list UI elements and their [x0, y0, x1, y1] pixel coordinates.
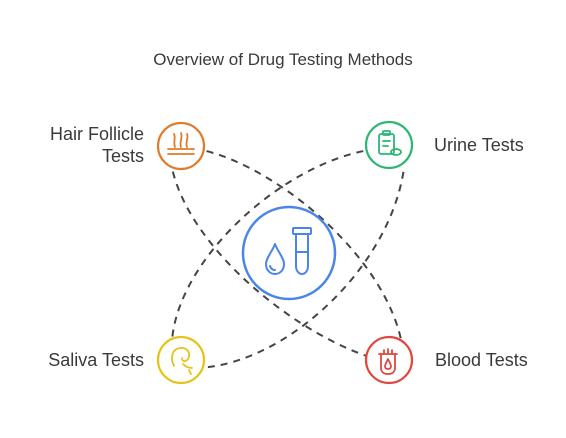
label-hair-follicle-tests: Hair Follicle Tests: [10, 123, 144, 167]
saliva-icon: [171, 347, 193, 375]
center-node: [241, 205, 337, 301]
blood-bag-icon: [378, 348, 398, 375]
label-hair-line-2: Tests: [101, 146, 144, 166]
hair-follicle-icon: [167, 132, 195, 155]
label-hair-line-1: Hair Follicle: [49, 124, 144, 144]
urine-node: [364, 120, 414, 170]
label-saliva-tests: Saliva Tests: [48, 350, 144, 370]
label-urine-tests: Urine Tests: [434, 135, 524, 155]
drop-and-test-tube-icon: [265, 227, 312, 275]
saliva-node: [156, 335, 206, 385]
label-blood-tests: Blood Tests: [435, 350, 528, 370]
urine-sample-icon: [378, 130, 402, 156]
diagram-title: Overview of Drug Testing Methods: [153, 50, 413, 69]
